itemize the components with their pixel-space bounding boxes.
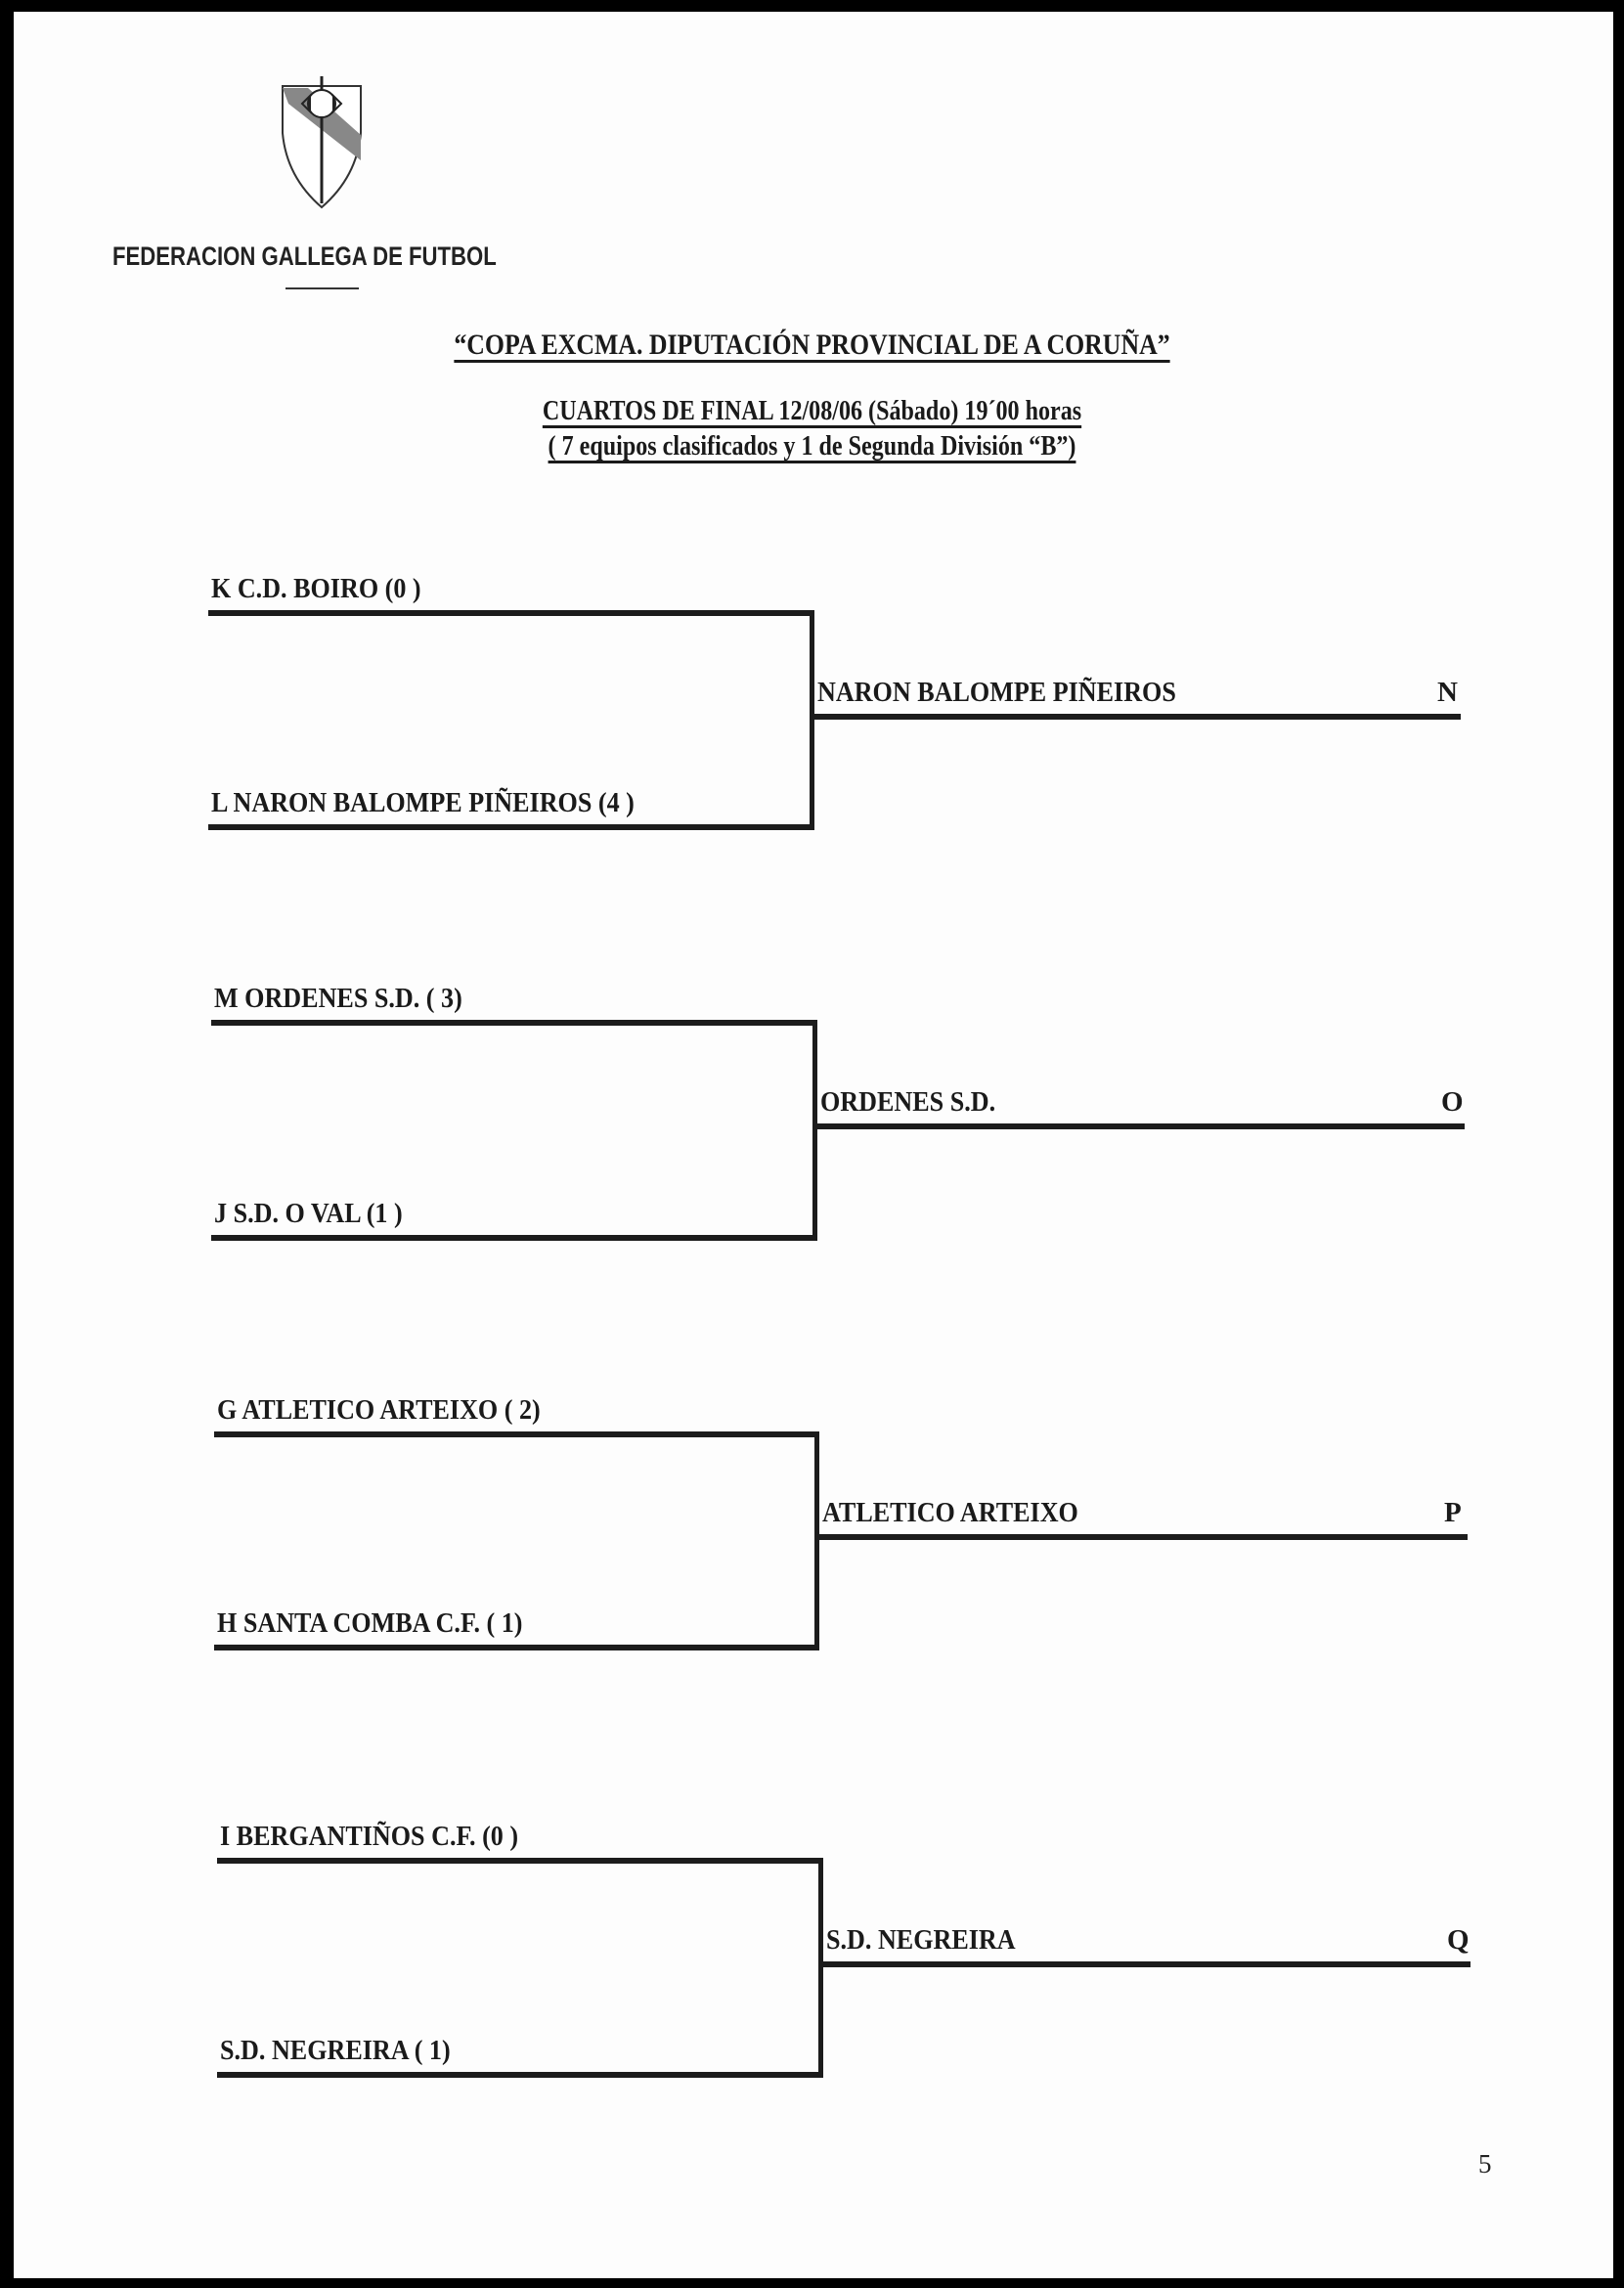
winner-label: NARON BALOMPE PIÑEIROS <box>817 677 1176 708</box>
winner-label: S.D. NEGREIRA <box>826 1924 1016 1956</box>
bracket-line <box>208 824 814 830</box>
divider <box>285 287 359 289</box>
bracket-line <box>211 1235 817 1241</box>
team2-label: L NARON BALOMPE PIÑEIROS (4 ) <box>211 787 635 818</box>
bracket-line <box>814 1431 819 1650</box>
federation-crest-logo <box>282 76 362 209</box>
team2-label: H SANTA COMBA C.F. ( 1) <box>217 1607 523 1639</box>
team1-label: I BERGANTIÑOS C.F. (0 ) <box>220 1821 519 1852</box>
bracket-line <box>812 1123 1465 1129</box>
round-subtitle: CUARTOS DE FINAL 12/08/06 (Sábado) 19´00… <box>542 396 1082 426</box>
bracket-line <box>217 2072 823 2078</box>
next-round-code: O <box>1441 1086 1464 1118</box>
bracket-line <box>812 1020 817 1241</box>
team1-label: G ATLETICO ARTEIXO ( 2) <box>217 1394 541 1426</box>
bracket-line <box>810 610 814 830</box>
bracket-line <box>211 1020 817 1026</box>
organization-name: FEDERACION GALLEGA DE FUTBOL <box>112 242 497 271</box>
team2-label: S.D. NEGREIRA ( 1) <box>220 2035 451 2066</box>
bracket-line <box>217 1858 823 1864</box>
team1-label: K C.D. BOIRO (0 ) <box>211 573 421 604</box>
page-number: 5 <box>1478 2149 1492 2178</box>
page-title: “COPA EXCMA. DIPUTACIÓN PROVINCIAL DE A … <box>454 329 1170 361</box>
winner-label: ORDENES S.D. <box>820 1086 996 1118</box>
next-round-code: Q <box>1447 1924 1470 1956</box>
bracket-line <box>208 610 814 616</box>
bracket-line <box>814 1534 1468 1540</box>
bracket-line <box>214 1645 819 1650</box>
next-round-code: N <box>1437 677 1458 708</box>
bracket-line <box>818 1961 1470 1967</box>
team1-label: M ORDENES S.D. ( 3) <box>214 983 462 1014</box>
bracket-line <box>818 1858 823 2078</box>
bracket-line <box>810 714 1461 720</box>
team2-label: J S.D. O VAL (1 ) <box>214 1198 403 1229</box>
round-note: ( 7 equipos clasificados y 1 de Segunda … <box>548 431 1076 462</box>
winner-label: ATLETICO ARTEIXO <box>822 1497 1078 1528</box>
next-round-code: P <box>1444 1497 1462 1528</box>
bracket-line <box>214 1431 819 1437</box>
